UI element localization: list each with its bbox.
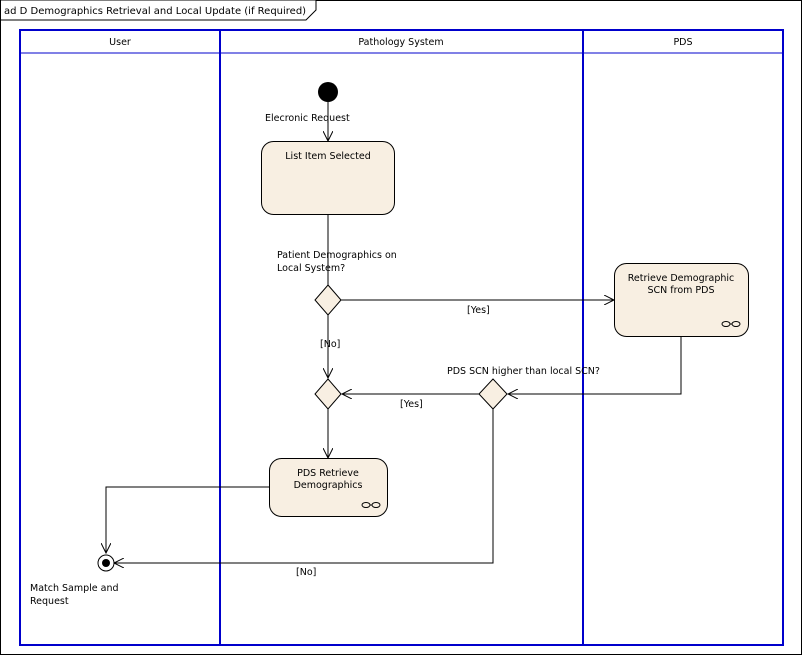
- action-retrieve-scn-line1: Retrieve Demographic: [628, 273, 735, 284]
- decision-scn-label: PDS SCN higher than local SCN?: [447, 366, 600, 377]
- decision-local-label-line1: Patient Demographics on: [277, 250, 397, 261]
- action-retrieve-scn: [614, 263, 749, 337]
- action-pds-retrieve-line2: Demographics: [294, 480, 363, 491]
- initial-node: [318, 82, 338, 102]
- frame-title-tab: [0, 0, 317, 21]
- action-pds-retrieve-line1: PDS Retrieve: [297, 468, 359, 479]
- final-label-line1: Match Sample and: [30, 583, 119, 594]
- final-label-line2: Request: [30, 596, 69, 607]
- flow-no-scn-to-final: [114, 409, 494, 563]
- swimlane-border: [19, 29, 784, 646]
- swimlane-pds-label: PDS: [673, 37, 692, 48]
- flow-pds-retrieve-to-final: [106, 486, 269, 553]
- swimlane-user-label: User: [109, 37, 131, 48]
- guard-no-local: [No]: [320, 339, 340, 350]
- action-pds-retrieve-demographics: [269, 458, 388, 517]
- action-list-item-label: List Item Selected: [285, 151, 370, 162]
- swimlanes: User Pathology System PDS: [19, 29, 784, 646]
- guard-no-scn: [No]: [296, 567, 316, 578]
- guard-yes-to-pds: [Yes]: [467, 305, 490, 316]
- initial-flow-label: Elecronic Request: [265, 113, 350, 124]
- final-node-inner: [102, 559, 110, 567]
- action-list-item-selected: [261, 141, 395, 215]
- action-retrieve-scn-line2: SCN from PDS: [648, 285, 715, 296]
- subactivity-icon: [361, 502, 381, 508]
- guard-yes-scn: [Yes]: [400, 399, 423, 410]
- decision-local-label-line2: Local System?: [277, 263, 345, 274]
- flow-retrieve-scn-to-decision: [508, 337, 682, 394]
- subactivity-icon: [721, 321, 741, 327]
- swimlane-pathology-label: Pathology System: [358, 37, 443, 48]
- diagram-title: ad D Demographics Retrieval and Local Up…: [4, 6, 306, 17]
